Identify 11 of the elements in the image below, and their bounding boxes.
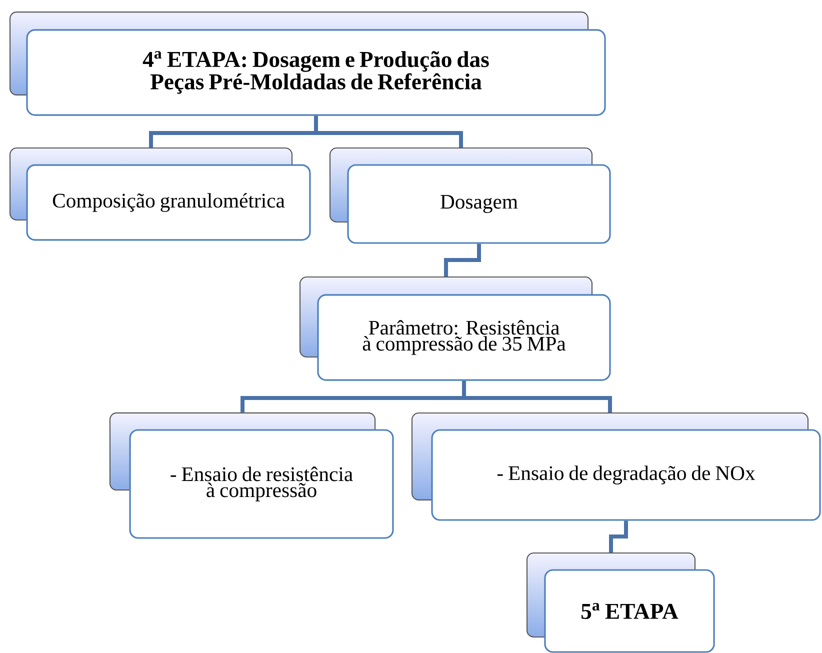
step-card: - Ensaio de resistência à compressão bbox=[109, 412, 394, 539]
step-card: Parâmetro: Resistência à compressão de 35 MPa bbox=[299, 276, 611, 381]
connector-line bbox=[462, 380, 612, 412]
connector-line bbox=[314, 116, 463, 148]
step-card: 5$^{a}$ ETAPA bbox=[526, 552, 715, 653]
connector-line bbox=[444, 244, 481, 276]
step-card: Dosagem bbox=[329, 147, 611, 244]
step-card: 4$^{a}$ ETAPA: Dosagem e Produção das Peças Pré-Moldadas de Referência bbox=[9, 12, 606, 116]
step-card: Composição granulométrica bbox=[9, 147, 311, 241]
connector-line bbox=[609, 520, 628, 552]
step-card: - Ensaio de degradação de NOx bbox=[411, 412, 821, 521]
